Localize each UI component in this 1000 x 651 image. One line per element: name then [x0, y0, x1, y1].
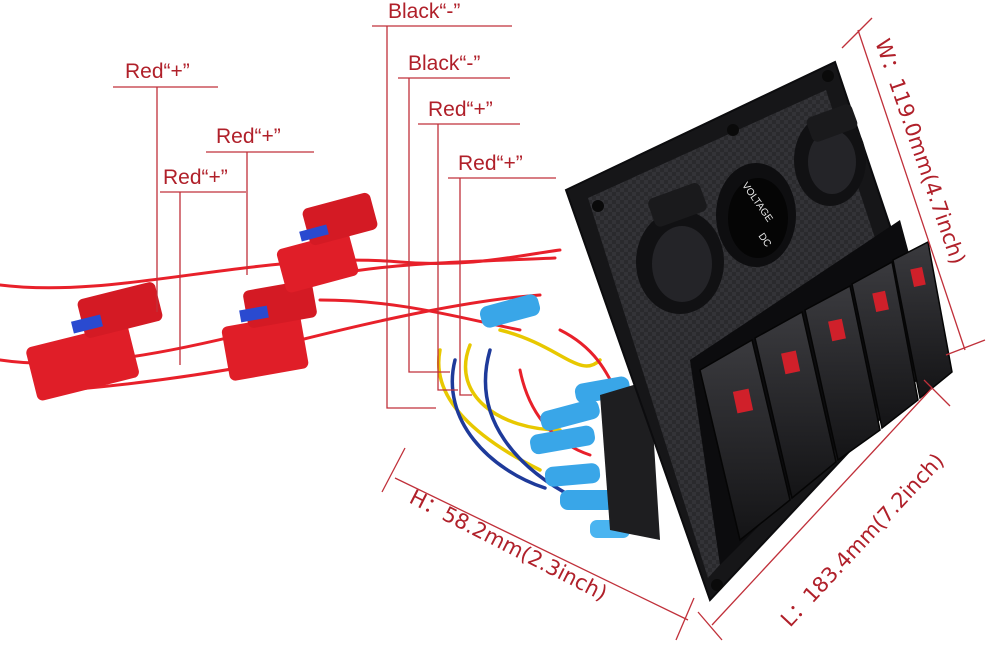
screw-hole-icon	[592, 200, 604, 212]
label-red-positive-3: Red“+”	[163, 166, 228, 189]
rocker-switch-3	[804, 284, 881, 462]
cigarette-socket-right	[794, 104, 866, 206]
indicator-light-icon	[872, 290, 889, 313]
voltmeter: VOLTAGE DC	[716, 163, 796, 267]
terminals	[479, 294, 631, 538]
fuse-holder-3	[276, 192, 378, 293]
rocker-switch-2	[754, 310, 837, 500]
switch-panel: VOLTAGE DC	[564, 60, 953, 602]
fuse-holder-2	[221, 280, 317, 381]
fuse-holder-1	[26, 282, 163, 401]
rocker-switch-5	[892, 240, 953, 400]
rocker-switch-4	[851, 260, 919, 430]
indicator-light-icon	[781, 350, 801, 375]
label-red-positive-4: Red“+”	[428, 98, 493, 121]
dimension-lines	[381, 17, 986, 641]
indicator-light-icon	[828, 318, 846, 342]
label-red-positive-5: Red“+”	[458, 152, 523, 175]
cigarette-socket-left	[636, 183, 724, 314]
indicator-light-icon	[910, 266, 926, 288]
label-black-negative-2: Black“-”	[408, 52, 480, 75]
indicator-light-icon	[732, 388, 754, 414]
screw-hole-icon	[822, 70, 834, 82]
screw-hole-icon	[711, 579, 723, 591]
label-red-positive-2: Red“+”	[216, 125, 281, 148]
label-leaders	[113, 25, 556, 409]
screw-hole-icon	[727, 124, 739, 136]
label-black-negative-1: Black“-”	[388, 0, 460, 23]
rocker-switch-1	[699, 338, 791, 542]
label-red-positive-1: Red“+”	[125, 60, 190, 83]
